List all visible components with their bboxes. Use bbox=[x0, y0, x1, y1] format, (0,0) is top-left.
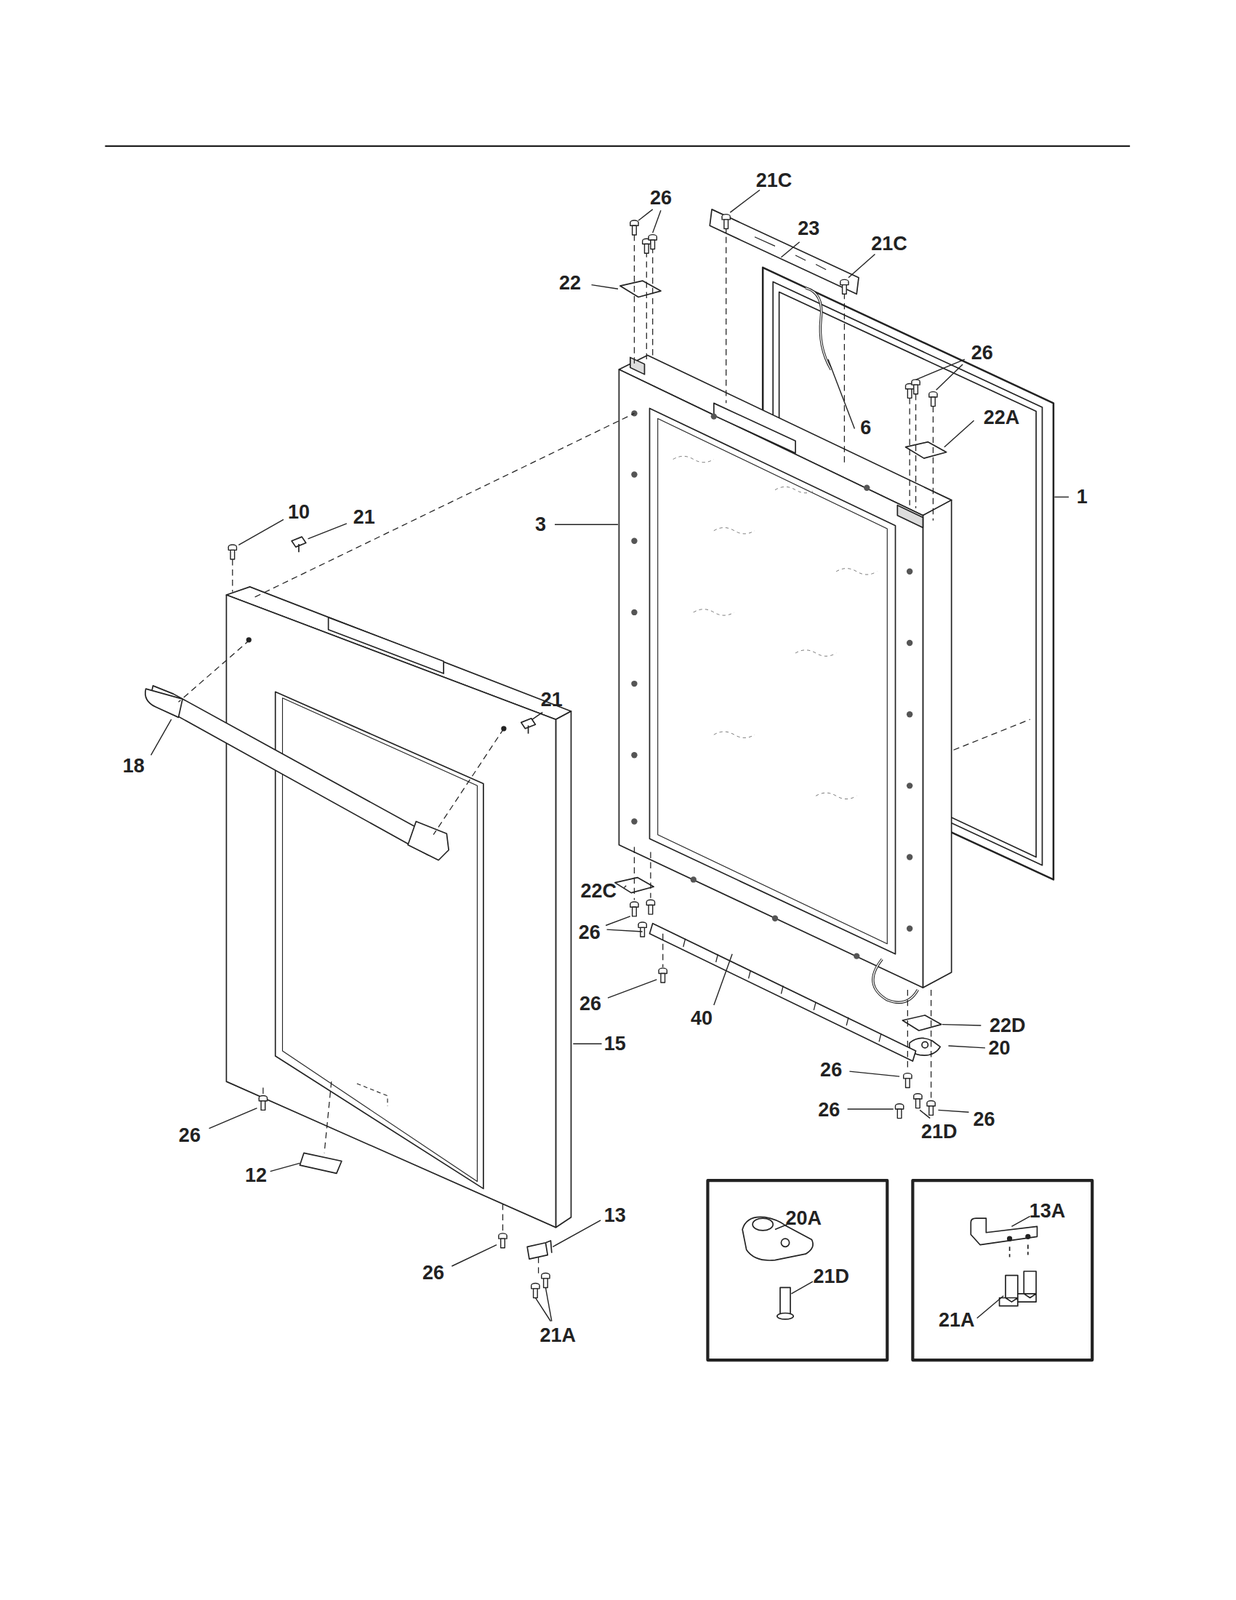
callout-number: 22C bbox=[579, 879, 619, 901]
callout-number: 13 bbox=[602, 1204, 628, 1226]
callout-number: 22 bbox=[557, 271, 583, 294]
callout-number: 6 bbox=[858, 416, 873, 438]
callout-number: 21C bbox=[869, 233, 909, 255]
callout-number: 26 bbox=[972, 1108, 997, 1130]
callout-number: 40 bbox=[689, 1006, 714, 1029]
callout-number: 10 bbox=[286, 501, 312, 523]
callout-number: 22D bbox=[988, 1014, 1028, 1036]
callout-number: 20A bbox=[784, 1206, 824, 1229]
callout-number: 1 bbox=[1075, 486, 1090, 508]
callout-number: 26 bbox=[177, 1124, 203, 1146]
callout-number: 22A bbox=[982, 406, 1022, 428]
callout-number: 26 bbox=[648, 187, 674, 209]
callout-number: 26 bbox=[420, 1262, 446, 1284]
callout-number: 3 bbox=[533, 513, 548, 535]
callout-number: 13A bbox=[1028, 1199, 1068, 1221]
callout-number: 26 bbox=[969, 342, 995, 364]
callout-number: 21 bbox=[351, 506, 377, 528]
callout-number: 21D bbox=[919, 1120, 959, 1142]
callout-number: 23 bbox=[796, 218, 821, 240]
callout-number: 12 bbox=[243, 1164, 269, 1186]
callout-number: 21D bbox=[811, 1265, 851, 1287]
callout-number: 15 bbox=[602, 1032, 628, 1054]
callout-number: 21A bbox=[937, 1309, 977, 1331]
callout-number: 18 bbox=[121, 755, 147, 777]
callout-number: 26 bbox=[816, 1099, 842, 1121]
callout-number: 21C bbox=[754, 170, 794, 192]
callout-number: 26 bbox=[818, 1059, 844, 1081]
callout-number: 21 bbox=[539, 689, 565, 711]
callout-number: 26 bbox=[577, 921, 603, 943]
callout-number: 26 bbox=[578, 993, 603, 1015]
callout-number: 20 bbox=[987, 1036, 1013, 1058]
callout-number: 21A bbox=[538, 1324, 578, 1346]
